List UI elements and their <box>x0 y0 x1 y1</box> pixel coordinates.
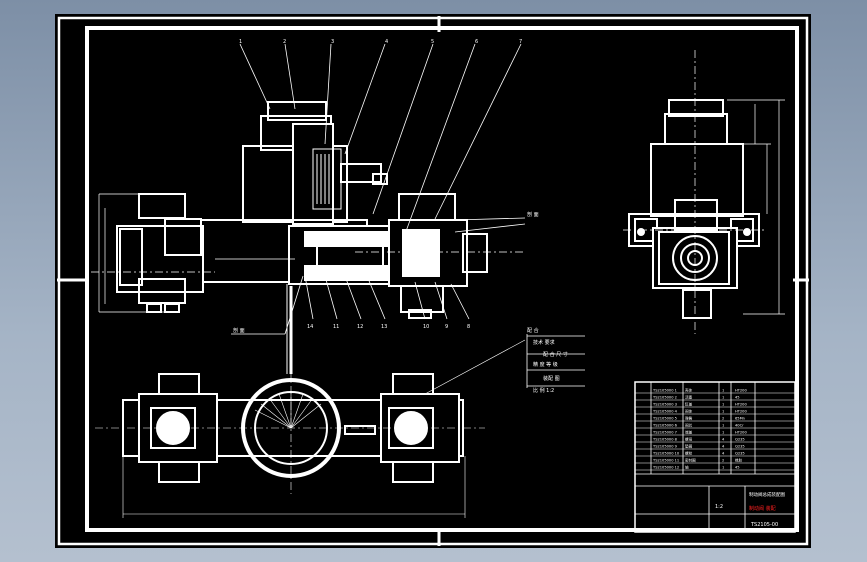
plan-hatch <box>95 339 526 518</box>
balloon-5: 5 <box>431 39 434 45</box>
parts-cell-name: 阀芯 <box>685 423 693 428</box>
balloon-11: 11 <box>333 324 339 330</box>
parts-cell-qty: 2 <box>722 417 724 421</box>
balloon-8: 8 <box>467 324 470 330</box>
parts-cell-mat: Q235 <box>735 438 745 442</box>
balloon-9: 9 <box>445 324 448 330</box>
parts-cell-mat: HT200 <box>735 403 747 407</box>
scale: 1:2 <box>715 504 723 510</box>
balloon-4: 4 <box>385 39 388 45</box>
parts-cell-qty: 1 <box>722 389 724 393</box>
tech-line-4: 装配 图 <box>543 375 560 382</box>
parts-cell-mat: 橡胶 <box>735 458 743 463</box>
parts-cell-mat: Q235 <box>735 445 745 449</box>
parts-cell-qty: 1 <box>722 410 724 414</box>
parts-cell-code: TS2105000 1 <box>652 389 677 393</box>
parts-cell-code: TS2105000 10 <box>652 452 680 456</box>
balloon-1: 1 <box>239 39 242 45</box>
parts-cell-name: 螺栓 <box>685 451 693 456</box>
side-view <box>628 99 760 319</box>
parts-cell-mat: HT200 <box>735 389 747 393</box>
parts-cell-code: TS2105000 7 <box>652 431 677 435</box>
parts-cell-code: TS2105000 11 <box>652 459 679 463</box>
red-title: 制动阀 装配 <box>749 505 776 512</box>
parts-cell-mat: Q235 <box>735 452 745 456</box>
parts-cell-mat: HT200 <box>735 410 747 414</box>
tech-text: 配 合 技术 要求 配 合 尺 寸 精 度 等 级 装配 图 比 例 1:2 <box>527 327 568 394</box>
parts-cell-mat: 45 <box>735 396 740 400</box>
balloon-7: 7 <box>519 39 522 45</box>
parts-cell-name: 垫圈 <box>685 444 693 449</box>
parts-cell-name: 密封圈 <box>685 458 696 463</box>
parts-cell-name: 轴 <box>685 465 689 470</box>
tech-line-3: 精 度 等 级 <box>533 361 558 368</box>
balloon-12: 12 <box>357 324 363 330</box>
parts-cell-code: TS2105000 9 <box>652 445 678 449</box>
parts-cell-qty: 1 <box>722 431 724 435</box>
engineering-drawing: 1 2 3 4 5 6 7 14 11 12 13 10 9 8 剖 面 剖 面 <box>57 16 809 546</box>
main-dimensions <box>91 193 525 313</box>
parts-cell-qty: 2 <box>722 459 724 463</box>
parts-cell-qty: 1 <box>722 424 724 428</box>
parts-cell-code: TS2105000 3 <box>652 403 677 407</box>
parts-cell-code: TS2105000 8 <box>652 438 678 442</box>
parts-cell-name: 活塞 <box>685 395 693 400</box>
parts-cell-name: 弹簧 <box>685 416 693 421</box>
balloon-2: 2 <box>283 39 286 45</box>
parts-cell-qty: 1 <box>722 396 724 400</box>
parts-cell-code: TS2105000 5 <box>652 417 677 421</box>
parts-cell-mat: 65Mn <box>735 417 745 421</box>
parts-cell-qty: 4 <box>722 452 725 456</box>
callout-right: 剖 面 <box>527 211 539 218</box>
parts-cell-qty: 1 <box>722 466 724 470</box>
parts-cell-qty: 4 <box>722 445 725 449</box>
parts-cell-name: 缸盖 <box>685 402 693 407</box>
leader-lines <box>231 43 526 335</box>
drawing-name: 制动阀总成装配图 <box>749 491 785 498</box>
parts-cell-name: 端盖 <box>685 430 693 435</box>
balloon-6: 6 <box>475 39 478 45</box>
parts-cell-mat: 40Cr <box>735 424 744 428</box>
parts-cell-mat: HT200 <box>735 431 747 435</box>
parts-cell-mat: 45 <box>735 466 740 470</box>
parts-cell-qty: 1 <box>722 403 724 407</box>
parts-cell-qty: 4 <box>722 438 725 442</box>
drawing-number: TS2105-00 <box>750 522 778 528</box>
tech-line-2: 配 合 尺 寸 <box>543 351 568 358</box>
parts-cell-code: TS2105000 6 <box>652 424 678 428</box>
balloon-10: 10 <box>423 324 429 330</box>
side-dimensions <box>623 50 785 334</box>
parts-cell-code: TS2105000 4 <box>652 410 678 414</box>
parts-cell-code: TS2105000 2 <box>652 396 677 400</box>
tech-title: 配 合 <box>527 327 539 334</box>
callout-left: 剖 面 <box>233 327 245 334</box>
balloon-labels: 1 2 3 4 5 6 7 14 11 12 13 10 9 8 剖 面 剖 面 <box>233 39 539 334</box>
title-block <box>634 381 796 533</box>
parts-cell-name: 阀体 <box>685 409 693 414</box>
title-block-text: 制动阀总成装配图 制动阀 装配 1:2 TS2105-00 <box>715 491 785 528</box>
parts-cell-code: TS2105000 12 <box>652 466 679 470</box>
balloon-14: 14 <box>307 324 313 330</box>
main-section-view <box>116 101 488 374</box>
tech-line-1: 技术 要求 <box>533 339 555 346</box>
parts-cell-name: 螺母 <box>685 437 693 442</box>
balloon-3: 3 <box>331 39 334 45</box>
tech-line-5: 比 例 1:2 <box>533 387 554 394</box>
parts-cell-name: 壳体 <box>685 388 693 393</box>
tech-requirements <box>526 334 585 388</box>
balloon-13: 13 <box>381 324 387 330</box>
drawing-sheet: 1 2 3 4 5 6 7 14 11 12 13 10 9 8 剖 面 剖 面 <box>55 14 811 548</box>
